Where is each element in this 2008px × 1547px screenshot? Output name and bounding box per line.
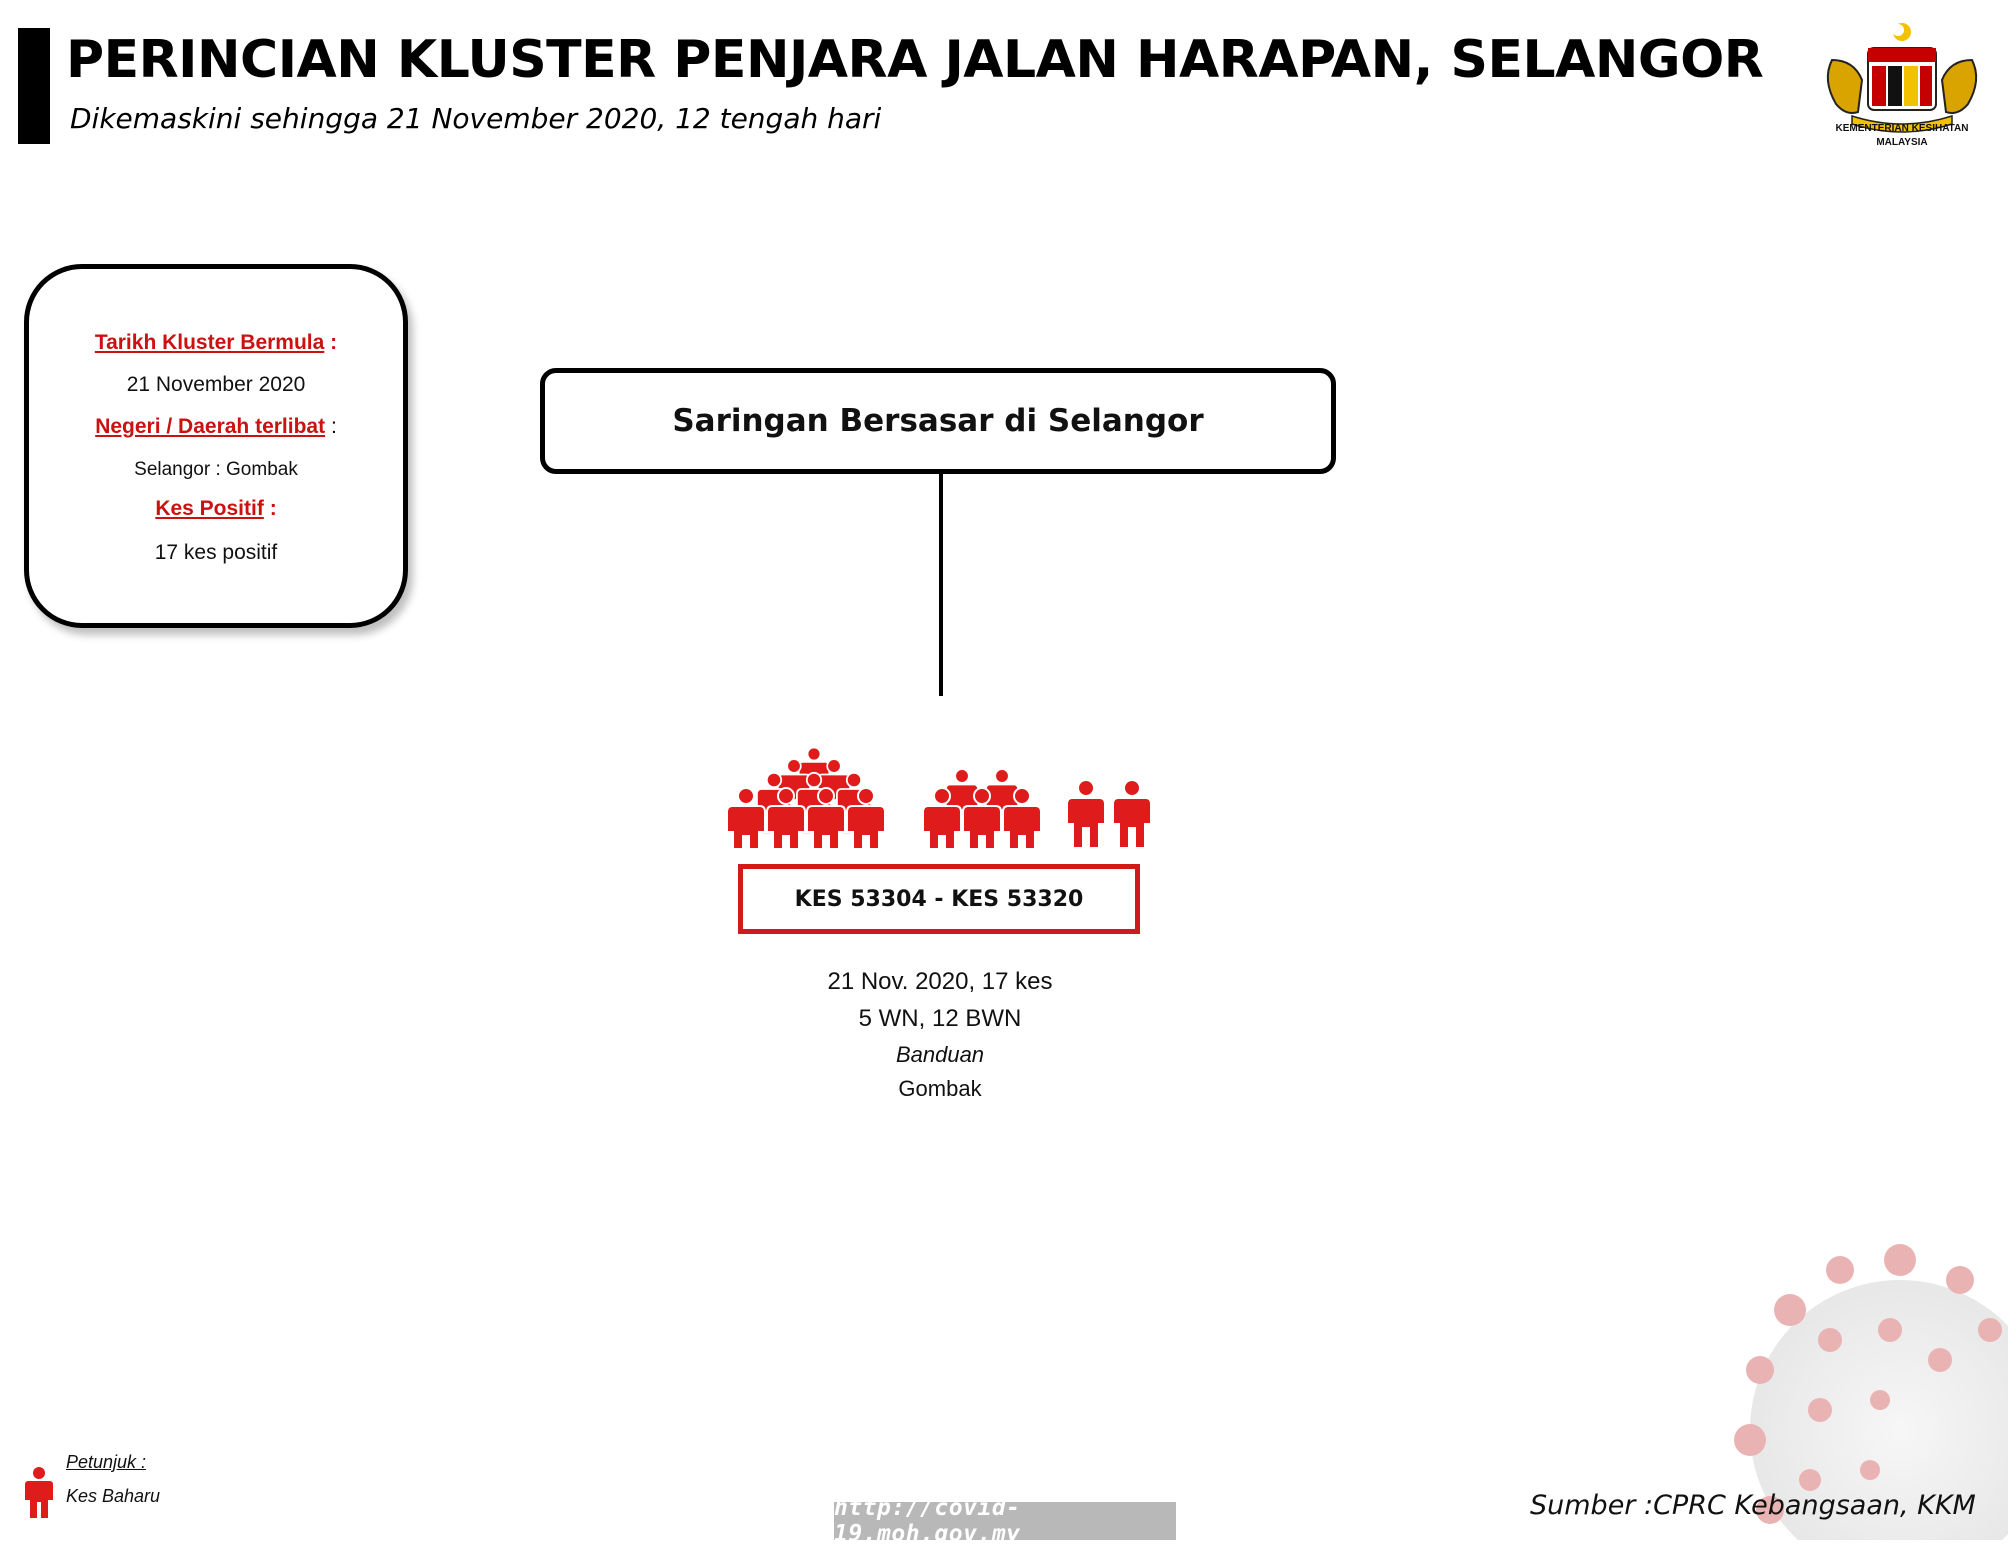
logo-text-line1: KEMENTERIAN KESIHATAN bbox=[1835, 123, 1969, 134]
virus-watermark-icon bbox=[1734, 1244, 2008, 1540]
case-nationality: 5 WN, 12 BWN bbox=[858, 1005, 1022, 1032]
header-accent-bar bbox=[18, 28, 50, 144]
positive-colon: : bbox=[269, 497, 277, 520]
region-label-row: Negeri / Daerah terlibat : bbox=[29, 415, 403, 439]
region-label: Negeri / Daerah terlibat bbox=[95, 415, 326, 438]
screening-box: Saringan Bersasar di Selangor bbox=[540, 368, 1336, 474]
positive-label: Kes Positif bbox=[155, 497, 264, 520]
case-location: Gombak bbox=[898, 1076, 982, 1101]
person-icon bbox=[1002, 787, 1042, 848]
new-case-person-icon bbox=[25, 1467, 53, 1518]
legend-title: Petunjuk : bbox=[66, 1452, 147, 1472]
page-title: PERINCIAN KLUSTER PENJARA JALAN HARAPAN,… bbox=[66, 30, 1764, 90]
region-colon: : bbox=[330, 415, 337, 438]
person-icon bbox=[1066, 779, 1106, 848]
person-icon bbox=[922, 787, 962, 848]
case-date-count: 21 Nov. 2020, 17 kes bbox=[827, 968, 1053, 995]
start-date-colon: : bbox=[330, 331, 338, 354]
screening-label: Saringan Bersasar di Selangor bbox=[672, 403, 1204, 439]
website-url[interactable]: http://covid-19.moh.gov.my bbox=[834, 1495, 1176, 1547]
person-icon bbox=[962, 787, 1002, 848]
start-date-value: 21 November 2020 bbox=[126, 373, 306, 396]
start-date-label: Tarikh Kluster Bermula bbox=[94, 331, 325, 354]
case-range-label: KES 53304 - KES 53320 bbox=[794, 886, 1084, 912]
connector-line bbox=[939, 472, 943, 696]
region-value: Selangor : Gombak bbox=[134, 459, 298, 480]
person-icon bbox=[726, 787, 766, 848]
ministry-crest-logo bbox=[1826, 23, 1978, 133]
logo-text: KEMENTERIAN KESIHATAN MALAYSIA bbox=[1806, 122, 1998, 150]
person-icon bbox=[1112, 779, 1152, 848]
person-icon bbox=[806, 787, 846, 848]
legend-label: Kes Baharu bbox=[66, 1486, 161, 1506]
case-range-box: KES 53304 - KES 53320 bbox=[738, 864, 1140, 934]
case-category: Banduan bbox=[895, 1042, 985, 1067]
case-people-icons bbox=[726, 746, 1152, 848]
logo-text-line2: MALAYSIA bbox=[1876, 137, 1928, 148]
person-icon bbox=[766, 787, 806, 848]
cluster-info-box: Tarikh Kluster Bermula : 21 November 202… bbox=[24, 264, 408, 628]
person-icon bbox=[846, 787, 886, 848]
positive-value: 17 kes positif bbox=[154, 541, 278, 564]
positive-label-row: Kes Positif : bbox=[29, 497, 403, 521]
page-subtitle: Dikemaskini sehingga 21 November 2020, 1… bbox=[70, 102, 882, 135]
source-credit: Sumber :CPRC Kebangsaan, KKM bbox=[1530, 1490, 1976, 1521]
start-date-label-row: Tarikh Kluster Bermula : bbox=[29, 331, 403, 355]
